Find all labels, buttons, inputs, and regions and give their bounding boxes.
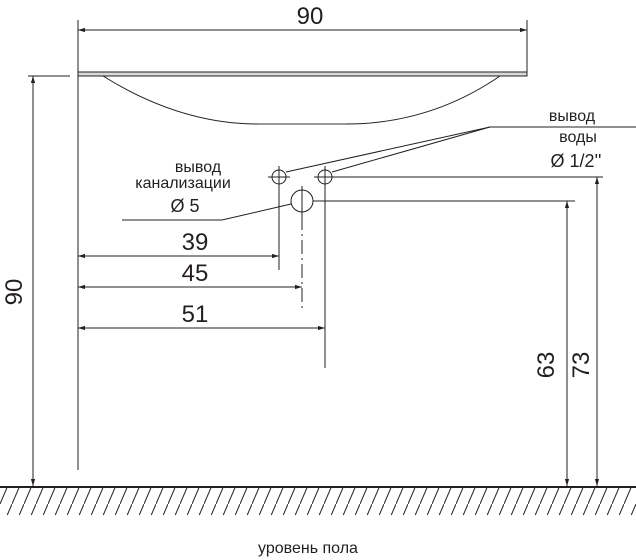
water-label-line2: воды <box>559 129 597 146</box>
offset-51-label: 51 <box>182 301 209 328</box>
water-leader: вывод воды Ø 1/2'' <box>285 108 636 173</box>
water-diameter: Ø 1/2'' <box>551 151 602 171</box>
drain-diameter: Ø 5 <box>170 196 199 216</box>
height-dimensions: 63 73 <box>533 177 600 486</box>
drain-label-line1: вывод <box>175 159 222 176</box>
left-height-label: 90 <box>1 279 28 306</box>
left-height-dimension: 90 <box>1 75 70 486</box>
drain-leader: вывод канализации Ø 5 <box>122 159 292 221</box>
water-height-label: 73 <box>568 352 595 379</box>
offset-45-label: 45 <box>182 260 209 287</box>
drain-outlet <box>290 186 314 216</box>
floor-label: уровень пола <box>258 540 358 557</box>
floor: уровень пола <box>0 486 636 557</box>
offset-39-label: 39 <box>182 229 209 256</box>
offset-dimensions: 39 45 51 <box>78 229 325 331</box>
top-width-dimension: 90 <box>77 3 528 72</box>
top-width-label: 90 <box>297 3 324 30</box>
water-outlet-left <box>268 166 290 188</box>
drain-label-line2: канализации <box>135 175 231 192</box>
water-label-line1: вывод <box>549 108 596 125</box>
drain-height-label: 63 <box>533 352 560 379</box>
sink-basin <box>77 71 528 125</box>
water-outlet-right <box>314 166 336 188</box>
